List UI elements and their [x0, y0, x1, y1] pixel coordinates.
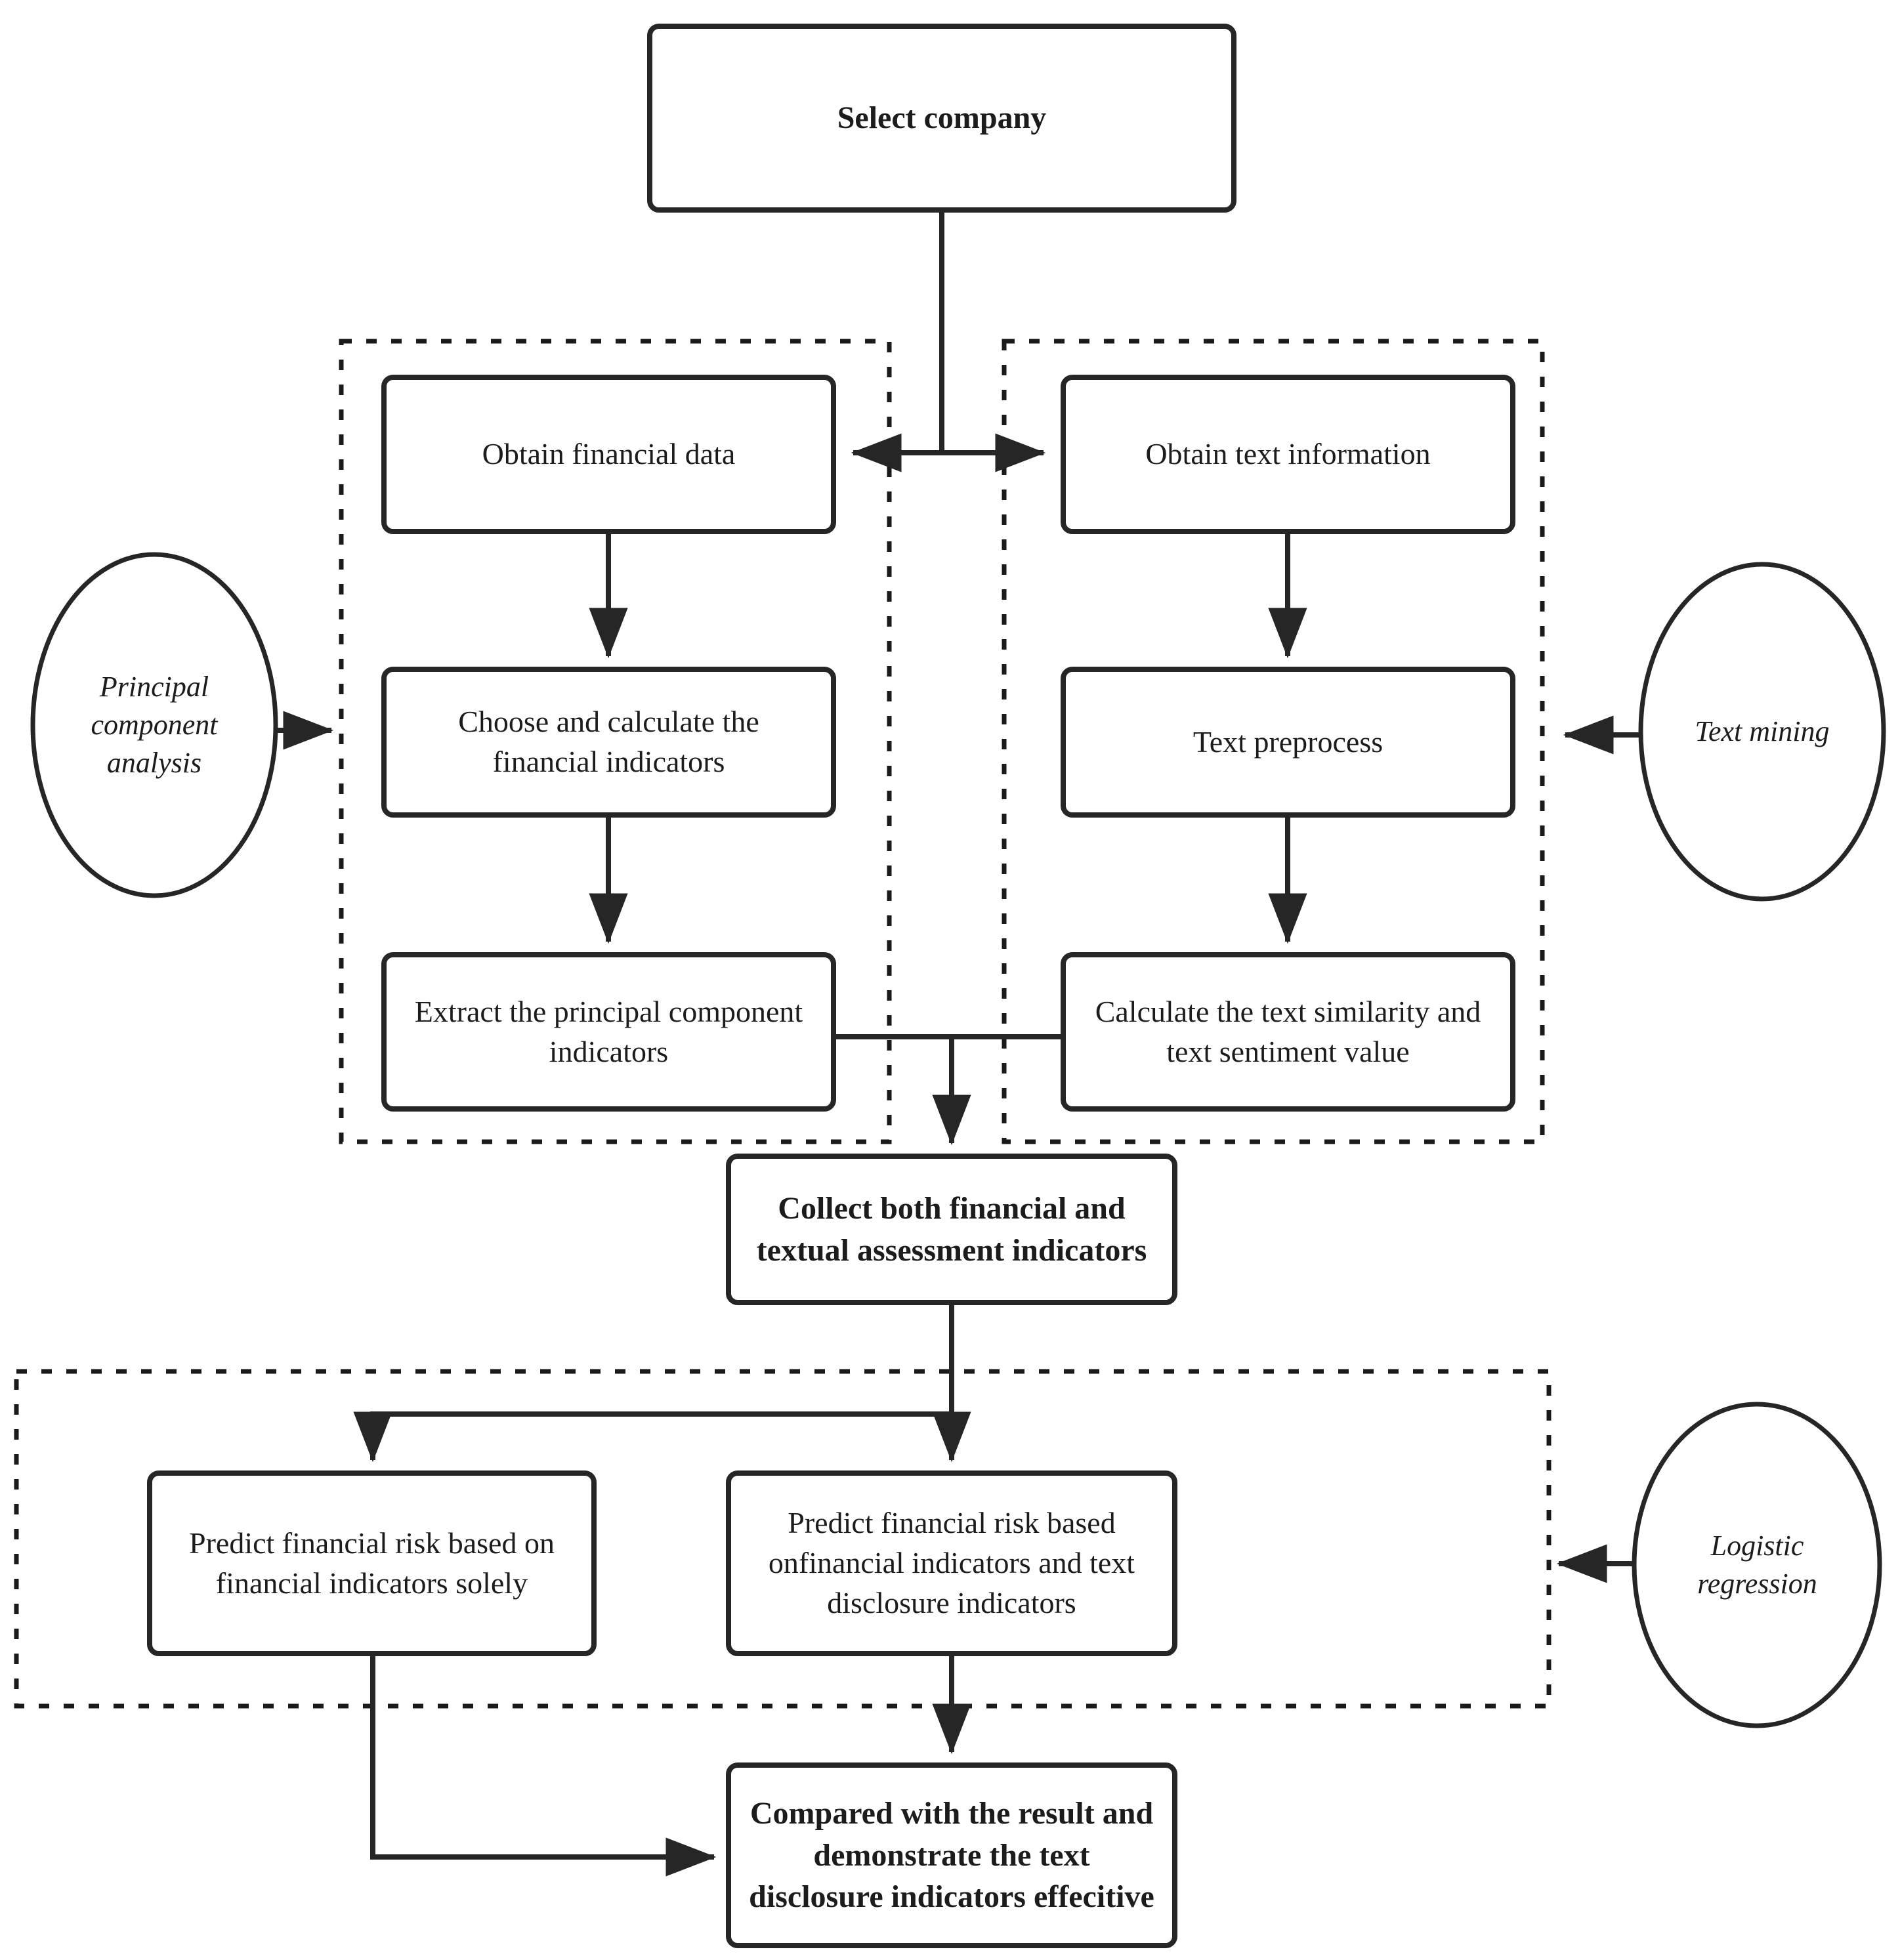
- node-predict-financial-only[interactable]: [147, 1470, 597, 1656]
- node-obtain-financial-data[interactable]: [381, 375, 836, 534]
- node-obtain-text-information[interactable]: [1061, 375, 1515, 534]
- node-predict-financial-and-text[interactable]: [726, 1470, 1177, 1656]
- connector-predict-only-to-compared: [370, 1654, 717, 1877]
- principal-component-analysis-ellipse: [30, 552, 278, 898]
- connector-collect-to-predict-only: [353, 1411, 952, 1463]
- financial-branch-group: [339, 339, 892, 1144]
- node-choose-calculate-financial-indicators[interactable]: [381, 667, 836, 818]
- node-select-company[interactable]: [647, 24, 1236, 213]
- text-branch-group: [1002, 339, 1545, 1144]
- node-collect-indicators[interactable]: [726, 1154, 1177, 1305]
- text-mining-ellipse: [1638, 562, 1886, 902]
- node-calculate-text-similarity-sentiment[interactable]: [1061, 952, 1515, 1112]
- node-compared-result[interactable]: [726, 1762, 1177, 1948]
- logistic-regression-ellipse: [1632, 1402, 1882, 1728]
- node-text-preprocess[interactable]: [1061, 667, 1515, 818]
- prediction-group: [14, 1369, 1552, 1709]
- node-extract-principal-component-indicators[interactable]: [381, 952, 836, 1112]
